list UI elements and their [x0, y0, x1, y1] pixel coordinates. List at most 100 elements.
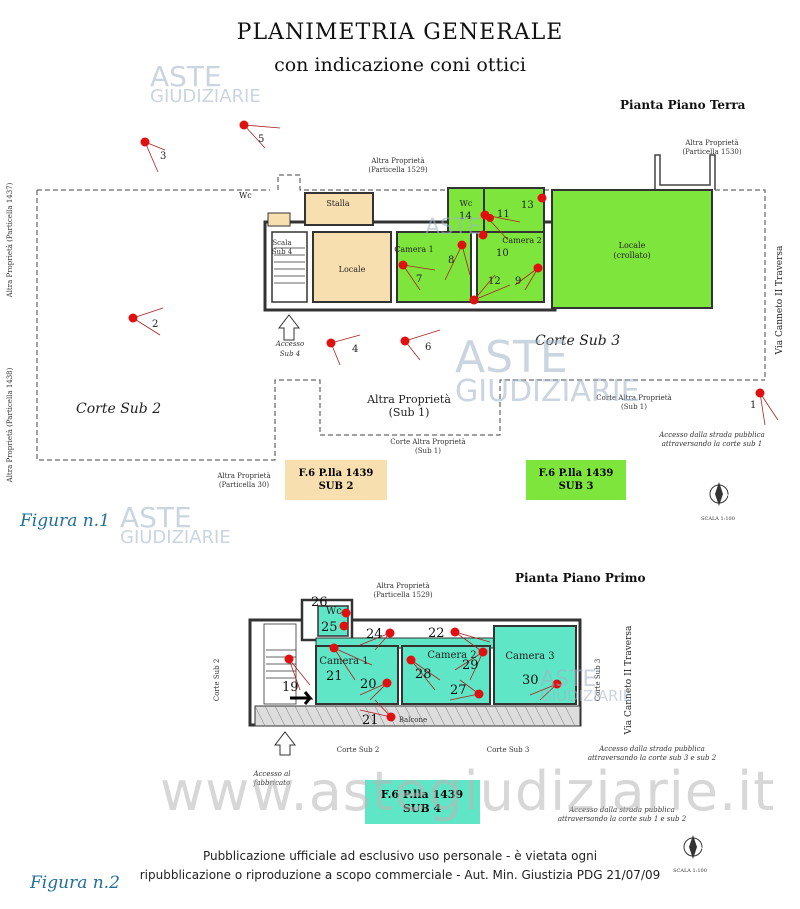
svg-text:8: 8 [448, 255, 454, 266]
svg-text:Corte Altra Proprietà: Corte Altra Proprietà [596, 393, 671, 402]
svg-text:Via Canneto II Traversa: Via Canneto II Traversa [624, 625, 634, 735]
svg-text:F.6 P.lla 1439: F.6 P.lla 1439 [539, 468, 614, 479]
svg-text:Corte Altra Proprietà: Corte Altra Proprietà [390, 437, 465, 446]
svg-text:Via Canneto II Traversa: Via Canneto II Traversa [775, 245, 785, 355]
svg-text:24: 24 [366, 627, 383, 642]
svg-text:Camera 1: Camera 1 [394, 245, 433, 254]
svg-text:3: 3 [160, 151, 166, 162]
svg-text:(Sub 1): (Sub 1) [389, 406, 430, 419]
page-title: PLANIMETRIA GENERALE [236, 20, 564, 45]
svg-text:attraversando la corte sub 1: attraversando la corte sub 1 [662, 440, 763, 448]
svg-text:Stalla: Stalla [326, 199, 350, 208]
svg-text:12: 12 [488, 276, 501, 287]
svg-text:Pianta Piano Primo: Pianta Piano Primo [515, 571, 645, 585]
svg-text:fabbricato: fabbricato [253, 779, 290, 787]
svg-text:Corte Sub 2: Corte Sub 2 [76, 401, 161, 417]
svg-text:Balcone: Balcone [399, 716, 427, 724]
svg-text:Altra Proprietà: Altra Proprietà [684, 138, 738, 147]
svg-text:Corte Sub 2: Corte Sub 2 [213, 659, 221, 702]
svg-text:SUB 2: SUB 2 [319, 481, 354, 492]
svg-text:29: 29 [462, 658, 479, 673]
svg-text:21: 21 [362, 713, 379, 728]
svg-text:Altra Proprietà: Altra Proprietà [375, 581, 429, 590]
svg-text:attraversando la corte sub 1 e: attraversando la corte sub 1 e sub 2 [558, 815, 687, 823]
svg-text:20: 20 [360, 677, 377, 692]
svg-text:F.6 P.lla 1439: F.6 P.lla 1439 [381, 788, 463, 801]
svg-text:SCALA 1:100: SCALA 1:100 [701, 516, 735, 522]
svg-text:(Particella 1529): (Particella 1529) [368, 166, 427, 174]
svg-text:7: 7 [416, 274, 422, 285]
publication-notice: Pubblicazione ufficiale ad esclusivo uso… [139, 849, 661, 882]
svg-text:Camera 1: Camera 1 [319, 656, 368, 667]
camera-point [284, 608, 562, 722]
svg-text:6: 6 [425, 342, 431, 353]
svg-text:(Particella 30): (Particella 30) [219, 481, 270, 489]
svg-text:Altra Proprietà: Altra Proprietà [366, 393, 451, 406]
figure-caption: Figura n.2 [30, 873, 120, 893]
svg-text:attraversando la corte sub 3 e: attraversando la corte sub 3 e sub 2 [588, 754, 717, 762]
svg-text:Wc: Wc [326, 606, 342, 617]
svg-text:Accesso dalla strada pubblica: Accesso dalla strada pubblica [598, 745, 705, 753]
svg-text:21: 21 [326, 669, 343, 684]
svg-text:N: N [698, 844, 704, 852]
svg-text:25: 25 [321, 620, 338, 635]
watermark-logo: ASTE GIUDIZIARIE [540, 667, 633, 705]
svg-text:Scala: Scala [272, 239, 291, 247]
svg-text:27: 27 [450, 683, 467, 698]
watermark-logo: ASTE [425, 215, 482, 240]
svg-text:Accesso dalla strada pubblica: Accesso dalla strada pubblica [658, 431, 765, 439]
svg-text:Wc: Wc [239, 191, 252, 200]
svg-text:11: 11 [497, 209, 510, 220]
watermark-logo: ASTE GIUDIZIARIE [455, 332, 640, 409]
svg-text:Altra Proprietà: Altra Proprietà [216, 471, 270, 480]
svg-text:Wc: Wc [460, 199, 473, 208]
svg-text:2: 2 [152, 319, 158, 330]
svg-text:Locale: Locale [619, 241, 646, 250]
svg-text:Altra Proprietà (Particella 14: Altra Proprietà (Particella 1438) [5, 367, 14, 483]
svg-text:Accesso dalla strada pubblica: Accesso dalla strada pubblica [568, 806, 675, 814]
figure-caption: Figura n.1 [20, 511, 110, 531]
svg-text:Altra Proprietà (Particella 14: Altra Proprietà (Particella 1437) [5, 182, 14, 298]
svg-text:10: 10 [496, 248, 509, 259]
svg-text:SUB 4: SUB 4 [403, 802, 442, 815]
svg-text:13: 13 [521, 200, 534, 211]
svg-text:14: 14 [459, 211, 472, 222]
svg-text:(Sub 1): (Sub 1) [621, 403, 647, 411]
page-subtitle: con indicazione coni ottici [274, 54, 526, 76]
svg-text:Corte Sub 3: Corte Sub 3 [594, 659, 602, 702]
svg-text:(crollato): (crollato) [613, 251, 650, 260]
svg-text:Sub 4: Sub 4 [272, 248, 293, 256]
svg-text:Accesso: Accesso [275, 340, 304, 348]
svg-text:Corte Sub 2: Corte Sub 2 [337, 746, 380, 754]
watermark-url: www.astegiudiziarie.it [160, 760, 776, 823]
svg-text:30: 30 [522, 673, 539, 688]
svg-text:Altra Proprietà: Altra Proprietà [370, 156, 424, 165]
watermark-logo: ASTE GIUDIZIARIE [120, 501, 231, 549]
watermark-logo: ASTE GIUDIZIARIE [150, 60, 261, 108]
svg-text:Camera 3: Camera 3 [505, 651, 554, 662]
svg-text:28: 28 [415, 667, 432, 682]
svg-text:Camera 2: Camera 2 [502, 236, 541, 245]
svg-text:N: N [724, 491, 730, 499]
svg-text:Pianta Piano Terra: Pianta Piano Terra [620, 98, 746, 112]
svg-text:(Sub 1): (Sub 1) [415, 447, 441, 455]
svg-text:SCALA 1:100: SCALA 1:100 [673, 868, 707, 874]
svg-text:26: 26 [311, 595, 328, 610]
svg-text:Locale: Locale [339, 265, 366, 274]
svg-text:Accesso al: Accesso al [252, 770, 290, 778]
svg-text:Camera 2: Camera 2 [427, 650, 476, 661]
svg-text:22: 22 [428, 626, 445, 641]
svg-text:Corte Sub 3: Corte Sub 3 [487, 746, 530, 754]
svg-text:4: 4 [352, 344, 358, 355]
svg-text:SUB 3: SUB 3 [559, 481, 594, 492]
svg-text:(Particella 1529): (Particella 1529) [373, 591, 432, 599]
svg-text:9: 9 [515, 276, 521, 287]
svg-text:1: 1 [750, 400, 756, 411]
svg-text:5: 5 [258, 134, 264, 145]
svg-text:Sub 4: Sub 4 [280, 350, 300, 358]
svg-text:19: 19 [282, 680, 299, 695]
svg-text:(Particella 1530): (Particella 1530) [682, 148, 741, 156]
svg-text:F.6 P.lla 1439: F.6 P.lla 1439 [299, 468, 374, 479]
svg-text:Corte Sub 3: Corte Sub 3 [535, 333, 620, 349]
